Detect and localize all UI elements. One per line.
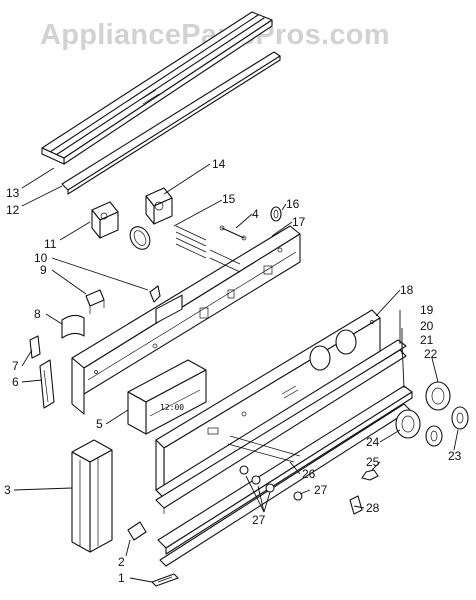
part-4-clip — [219, 225, 247, 241]
callout-4: 4 — [252, 207, 259, 221]
callout-16: 16 — [286, 197, 300, 211]
callout-28: 28 — [366, 501, 380, 515]
part-21-lower-rail — [157, 385, 413, 567]
callout-13: 13 — [6, 186, 20, 200]
part-24-knob-skirt — [395, 409, 421, 439]
part-10-clip — [149, 285, 161, 303]
callout-20: 20 — [420, 319, 434, 333]
callout-27b: 27 — [252, 513, 266, 527]
part-17-upper-control-panel — [71, 225, 301, 415]
callout-5: 5 — [96, 417, 103, 431]
callout-23: 23 — [448, 449, 462, 463]
part-25-nut — [361, 469, 379, 481]
callout-17: 17 — [292, 215, 306, 229]
part-6-side-bracket — [39, 359, 55, 409]
callout-7: 7 — [12, 359, 19, 373]
callout-3: 3 — [4, 483, 11, 497]
part-7-small-bracket — [29, 335, 41, 359]
part-28-clip — [349, 495, 363, 515]
part-8-cover — [61, 314, 85, 339]
leader-lines — [13, 163, 459, 583]
part-23-knob — [425, 406, 469, 447]
part-26-screw — [227, 435, 301, 463]
callout-26: 26 — [302, 467, 316, 481]
callout-8: 8 — [34, 307, 41, 321]
callout-11: 11 — [44, 237, 57, 251]
part-14-switch-right — [145, 187, 173, 225]
callout-27a: 27 — [314, 483, 328, 497]
callout-22: 22 — [424, 347, 438, 361]
callout-18: 18 — [400, 283, 414, 297]
callout-6: 6 — [12, 375, 19, 389]
callout-labels: 13 12 11 14 15 4 16 17 10 9 8 7 6 3 5 18… — [4, 157, 462, 585]
part-3-end-cap — [71, 439, 113, 553]
callout-25: 25 — [366, 455, 380, 469]
callout-24: 24 — [366, 435, 380, 449]
callout-10: 10 — [34, 251, 48, 265]
part-13-top-trim-rail — [41, 11, 273, 165]
part-19-rail — [155, 339, 407, 499]
callout-9: 9 — [40, 263, 47, 277]
clock-display-readout: 12:00 — [160, 403, 184, 412]
part-2-clip — [127, 521, 147, 541]
part-15-spring-connector — [129, 225, 241, 273]
part-9-bracket — [85, 289, 105, 314]
callout-2: 2 — [118, 555, 125, 569]
callout-14: 14 — [212, 157, 226, 171]
callout-1: 1 — [118, 571, 125, 585]
part-11-switch-left — [91, 201, 119, 239]
part-5-clock-module: 12:00 — [127, 294, 207, 435]
part-20-rail — [155, 349, 407, 514]
callout-15: 15 — [222, 192, 236, 206]
callout-21: 21 — [420, 333, 434, 347]
callout-12: 12 — [6, 203, 20, 217]
callout-19: 19 — [420, 303, 434, 317]
part-16-knob-insert — [270, 206, 282, 222]
part-22-knob-skirt — [425, 381, 451, 411]
part-12-trim-bar — [61, 51, 281, 195]
part-1-spring — [151, 573, 179, 587]
